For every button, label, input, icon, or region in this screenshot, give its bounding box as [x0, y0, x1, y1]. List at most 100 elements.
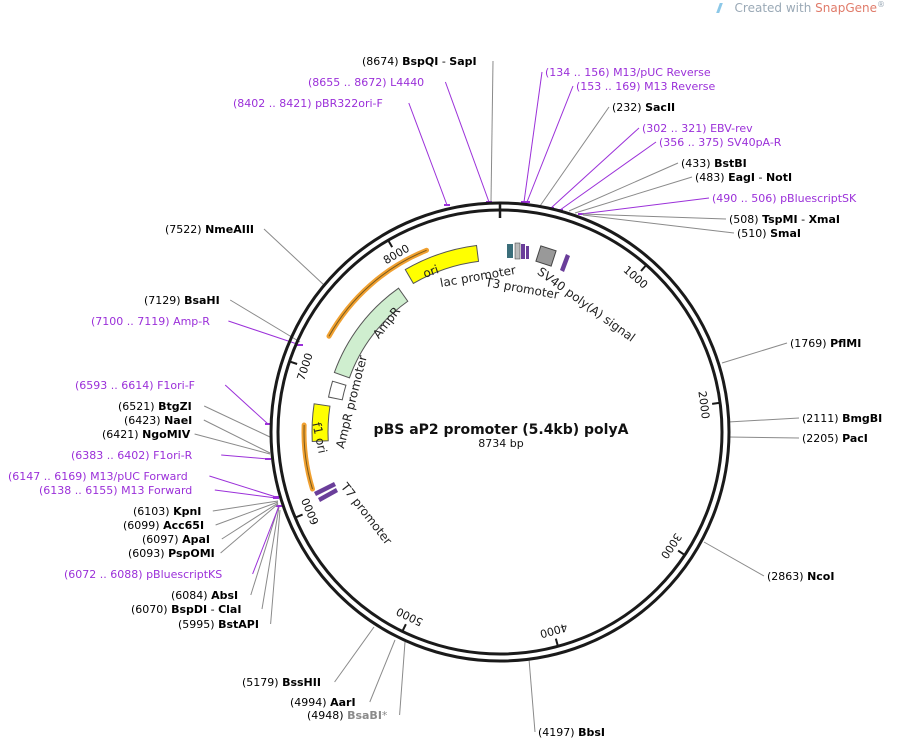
site-label-bstapi: (5995) BstAPI	[178, 618, 259, 631]
site-label-acc65i: (6099) Acc65I	[123, 519, 204, 532]
site-leader-nmeaiii	[263, 228, 325, 286]
site-name: pBluescriptSK	[780, 192, 857, 205]
site-position: (8655 .. 8672)	[308, 76, 390, 89]
site-name-2: SapI	[449, 55, 476, 68]
site-leader-l4440	[444, 81, 490, 203]
site-label-bspqi: (8674) BspQI - SapI	[362, 55, 477, 68]
site-leader-btgzi	[203, 405, 271, 438]
site-label-eagi: (483) EagI - NotI	[695, 171, 792, 184]
site-name: PflMI	[830, 337, 861, 350]
site-leader-smai	[582, 214, 735, 234]
site-name: EBV-rev	[710, 122, 753, 135]
site-label-bbsi: (4197) BbsI	[538, 726, 605, 739]
site-leader-m13fwd	[214, 489, 277, 499]
site-label-naei: (6423) NaeI	[124, 414, 192, 427]
site-leader-tspmi	[581, 213, 727, 220]
feature-label: ori	[421, 262, 440, 280]
site-position: (232)	[612, 101, 645, 114]
site-label-m13pucf: (6147 .. 6169) M13/pUC Forward	[8, 470, 188, 483]
tick-mark	[401, 623, 407, 632]
site-label-apai: (6097) ApaI	[142, 533, 210, 546]
site-label-paci: (2205) PacI	[802, 432, 868, 445]
site-label-ebvrev: (302 .. 321) EBV-rev	[642, 122, 753, 135]
site-leader-f1orif	[224, 384, 269, 425]
site-name: BspDI	[171, 603, 207, 616]
watermark-prefix: Created with	[734, 1, 812, 15]
site-leader-f1orir	[221, 454, 269, 460]
orange-arc-upper-core	[328, 249, 427, 337]
site-position: (153 .. 169)	[576, 80, 644, 93]
site-name: SV40pA-R	[727, 136, 782, 149]
lac-promoter-glyph	[507, 242, 529, 260]
feature-label: SV40 poly(A) signal	[535, 264, 638, 344]
site-name-2: XmaI	[809, 213, 840, 226]
site-name: SacII	[645, 101, 675, 114]
site-label-ampr-p: (7100 .. 7119) Amp-R	[91, 315, 210, 328]
site-name: NaeI	[164, 414, 192, 427]
site-leader-bspqi	[490, 60, 494, 203]
site-leader-apai	[221, 502, 279, 540]
site-leader-pbr322	[408, 102, 448, 206]
tick-mark	[289, 360, 298, 365]
site-label-l4440: (8655 .. 8672) L4440	[308, 76, 424, 89]
sv40-glyph	[535, 245, 570, 272]
f1-ori-arrow	[311, 403, 331, 443]
feature-label: T7 promoter	[337, 479, 395, 547]
ampr-promoter-arrow	[327, 380, 347, 401]
site-position: (6593 .. 6614)	[75, 379, 157, 392]
tick-label: 4000	[538, 620, 568, 640]
site-leader-bsahi	[229, 299, 301, 343]
site-leader-bstbi	[568, 162, 679, 212]
tick-label: 7000	[295, 351, 316, 382]
site-name: NmeAIII	[205, 223, 254, 236]
site-name: F1ori-F	[157, 379, 195, 392]
site-name: BmgBI	[842, 412, 882, 425]
site-position: (490 .. 506)	[712, 192, 780, 205]
site-leader-sv40par	[559, 141, 657, 211]
site-position: (6138 .. 6155)	[39, 484, 121, 497]
site-leaders	[194, 60, 800, 733]
site-name: Amp-R	[173, 315, 210, 328]
site-leader-sacii	[539, 106, 610, 207]
site-position: (510)	[737, 227, 770, 240]
site-name: BsaBI	[347, 709, 382, 722]
site-leader-pspomi	[220, 503, 279, 554]
site-label-pflmi: (1769) PflMI	[790, 337, 861, 350]
tick-label: 3000	[658, 531, 684, 562]
site-position: (508)	[729, 213, 762, 226]
site-leader-bmgbi	[727, 417, 800, 423]
site-label-pbr322: (8402 .. 8421) pBR322ori-F	[233, 97, 383, 110]
site-position: (7100 .. 7119)	[91, 315, 173, 328]
tick-label: 1000	[621, 263, 651, 291]
site-leader-ampr-p	[228, 320, 301, 346]
site-label-pspomi: (6093) PspOMI	[128, 547, 215, 560]
site-position: (8402 .. 8421)	[233, 97, 315, 110]
site-position: (7129)	[144, 294, 184, 307]
site-leader-m13pucf	[209, 475, 277, 498]
site-position: (2205)	[802, 432, 842, 445]
tick-mark	[712, 401, 721, 405]
tick-mark	[640, 264, 648, 272]
site-leader-aari	[369, 639, 396, 703]
site-leader-ngomiv	[194, 433, 271, 455]
site-position: (1769)	[790, 337, 830, 350]
tick-mark	[294, 513, 303, 519]
site-label-absi: (6084) AbsI	[171, 589, 238, 602]
site-position: (4994)	[290, 696, 330, 709]
site-position: (5179)	[242, 676, 282, 689]
site-name: BspQI	[402, 55, 438, 68]
site-name: SmaI	[770, 227, 801, 240]
watermark: Created with SnapGene®	[715, 0, 885, 15]
site-mark: *	[382, 709, 388, 722]
site-name: ApaI	[182, 533, 210, 546]
site-leader-bsabi	[399, 641, 406, 716]
site-position: (6103)	[133, 505, 173, 518]
site-labels: (8674) BspQI - SapI(8655 .. 8672) L4440(…	[8, 55, 882, 739]
site-label-f1orir: (6383 .. 6402) F1ori-R	[71, 449, 193, 462]
site-name: NgoMIV	[142, 428, 191, 441]
site-label-sv40par: (356 .. 375) SV40pA-R	[659, 136, 782, 149]
site-leader-absi	[250, 504, 280, 596]
site-position: (5995)	[178, 618, 218, 631]
site-name: BstBI	[714, 157, 747, 170]
site-label-tspmi: (508) TspMI - XmaI	[729, 213, 840, 226]
